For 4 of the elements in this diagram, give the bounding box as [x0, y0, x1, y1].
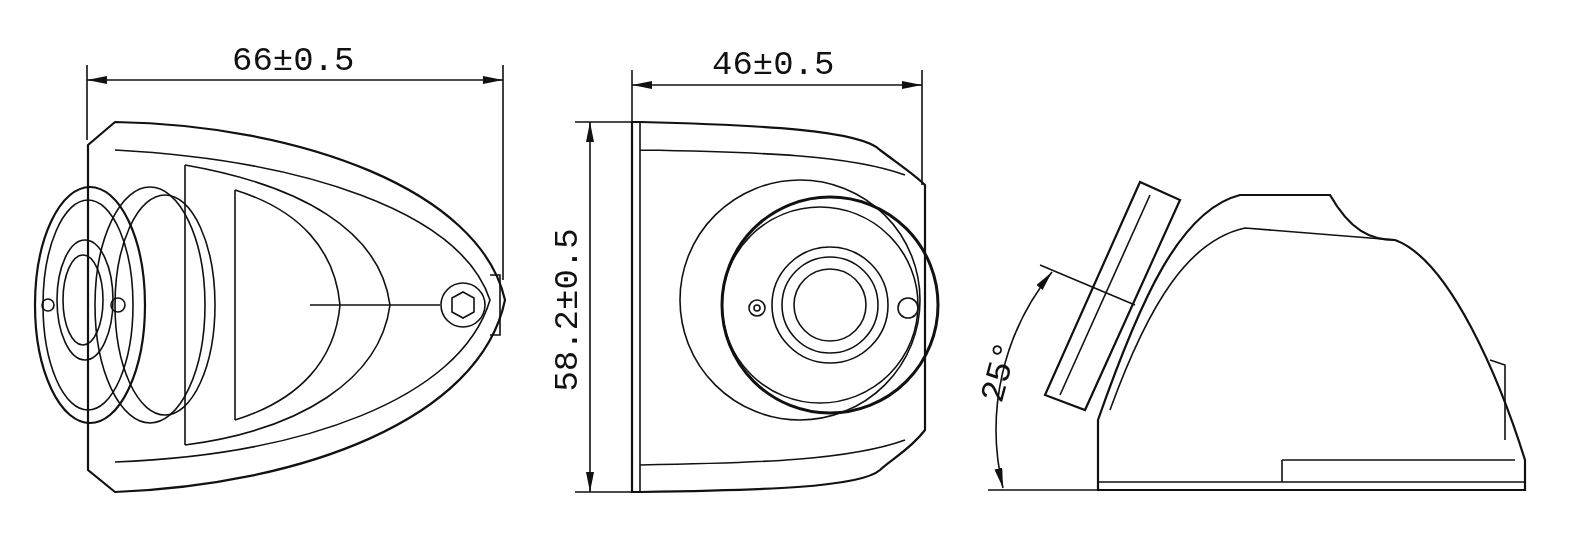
dimension-label: 58.2±0.5 — [550, 228, 585, 392]
dimension-label: 25° — [975, 338, 1025, 406]
dimension-label: 66±0.5 — [232, 44, 355, 78]
dimension-label: 46±0.5 — [712, 48, 835, 82]
